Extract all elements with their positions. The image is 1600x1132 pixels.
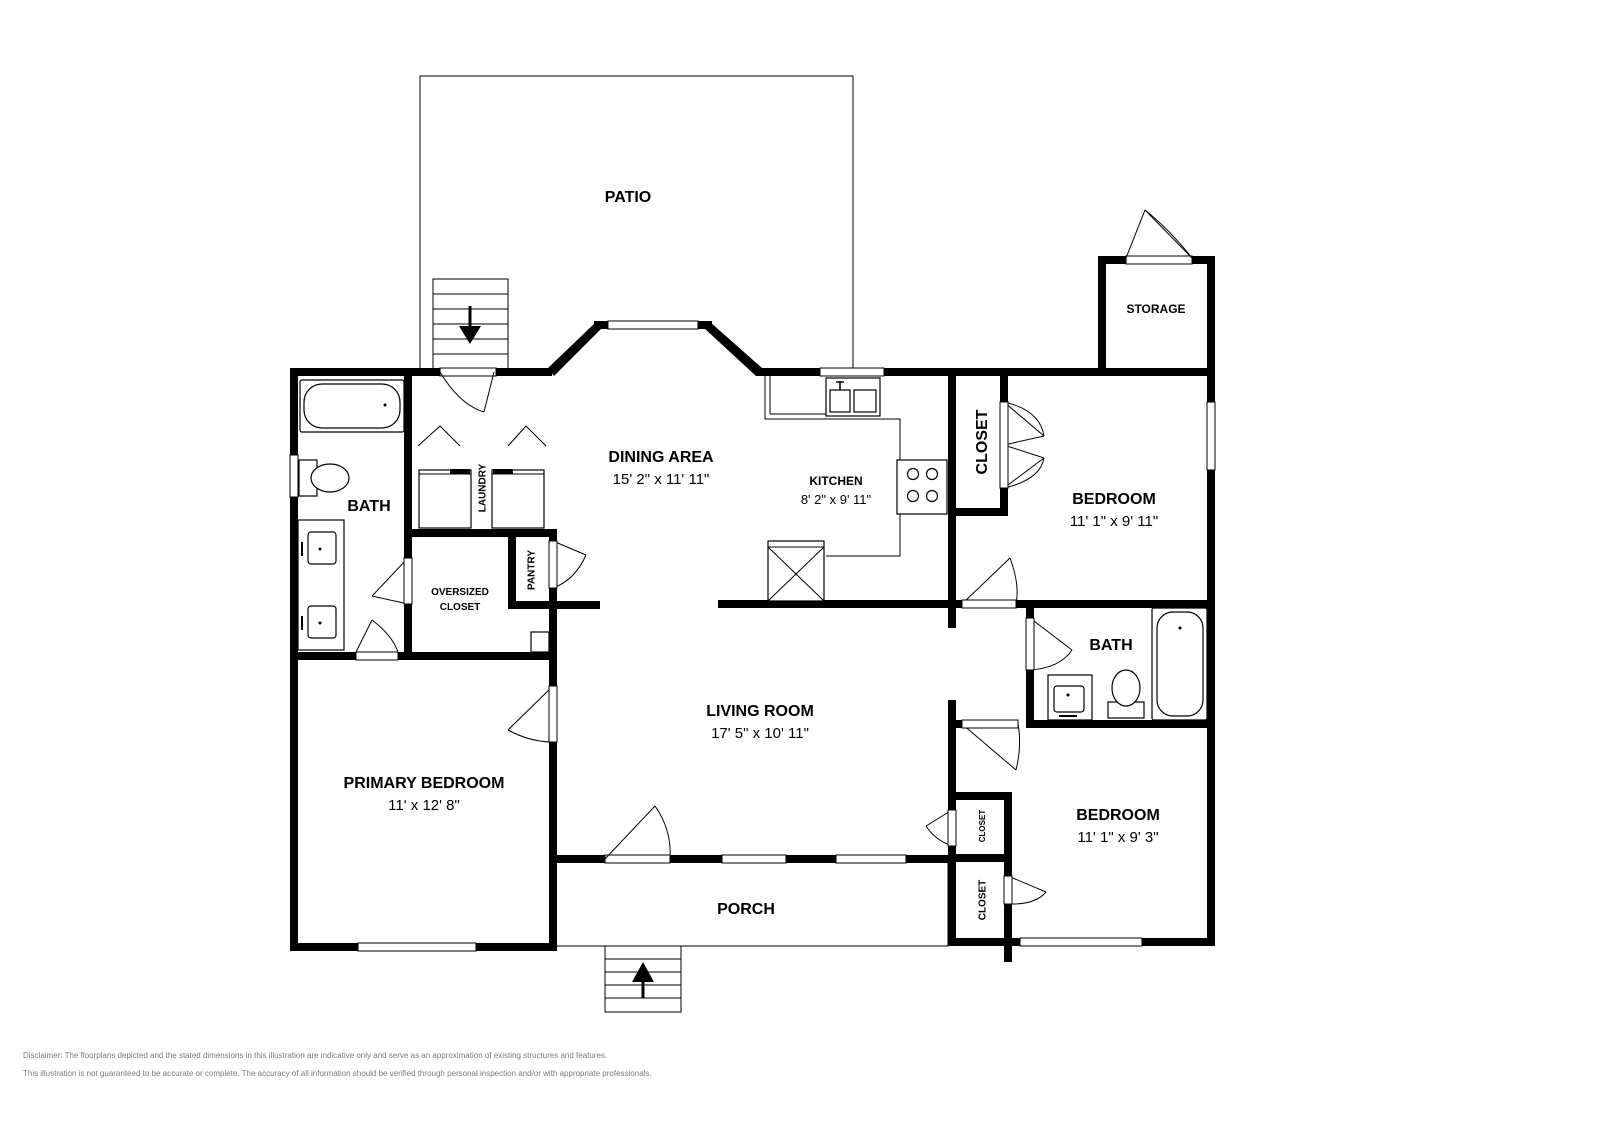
closet-small-label: CLOSET bbox=[978, 810, 987, 843]
kitchen-counter bbox=[764, 376, 901, 557]
patio-label: PATIO bbox=[605, 189, 652, 206]
kitchen-dims: 8' 2" x 9' 11" bbox=[801, 492, 872, 507]
bedroom2-label: BEDROOM bbox=[1076, 807, 1160, 824]
dining-area-label: DINING AREA bbox=[608, 449, 714, 466]
sink-icon bbox=[1047, 674, 1093, 721]
door-swing-icon bbox=[355, 209, 1193, 905]
storage-label: STORAGE bbox=[1126, 302, 1185, 316]
toilet-icon bbox=[1107, 669, 1145, 719]
bath-main-label: BATH bbox=[347, 498, 390, 515]
porch-label: PORCH bbox=[717, 901, 775, 918]
dining-area-dims: 15' 2" x 11' 11" bbox=[613, 471, 710, 488]
sink-icon bbox=[297, 519, 345, 651]
dryer-icon bbox=[491, 469, 545, 529]
disclaimer-line1: Disclaimer: The floorplans depicted and … bbox=[23, 1051, 608, 1060]
bedroom1-dims: 11' 1" x 9' 11" bbox=[1070, 513, 1158, 530]
bathtub-icon bbox=[299, 379, 405, 433]
bath-hall-label: BATH bbox=[1089, 637, 1132, 654]
windows bbox=[289, 255, 1216, 952]
bedroom1-label: BEDROOM bbox=[1072, 491, 1156, 508]
living-room-label: LIVING ROOM bbox=[706, 703, 814, 720]
patio-outline bbox=[419, 75, 854, 370]
primary-bedroom-label: PRIMARY BEDROOM bbox=[344, 775, 505, 792]
closet-bedroom1-label: CLOSET bbox=[974, 409, 991, 474]
pantry-label: PANTRY bbox=[527, 550, 538, 590]
living-room-dims: 17' 5" x 10' 11" bbox=[711, 725, 809, 742]
closet-bedroom2-label: CLOSET bbox=[978, 880, 989, 921]
bedroom2-dims: 11' 1" x 9' 3" bbox=[1077, 829, 1158, 846]
refrigerator-icon bbox=[767, 540, 825, 602]
exit-arrow-icon bbox=[459, 306, 481, 344]
laundry-label: LAUNDRY bbox=[478, 463, 489, 512]
entry-arrow-icon bbox=[632, 962, 654, 998]
oversized-closet-label-line2: CLOSET bbox=[440, 602, 481, 613]
primary-bedroom-dims: 11' x 12' 8" bbox=[388, 797, 460, 814]
toilet-icon bbox=[298, 459, 350, 497]
washer-icon bbox=[418, 469, 472, 529]
bathtub-icon bbox=[1151, 607, 1208, 721]
walls bbox=[290, 256, 1215, 962]
kitchen-label: KITCHEN bbox=[809, 474, 862, 488]
water-heater-icon bbox=[530, 631, 550, 653]
stove-icon bbox=[896, 459, 948, 515]
oversized-closet-label-line1: OVERSIZED bbox=[431, 587, 489, 598]
sink-icon bbox=[825, 377, 881, 417]
disclaimer-line2: This illustration is not guaranteed to b… bbox=[23, 1069, 652, 1078]
